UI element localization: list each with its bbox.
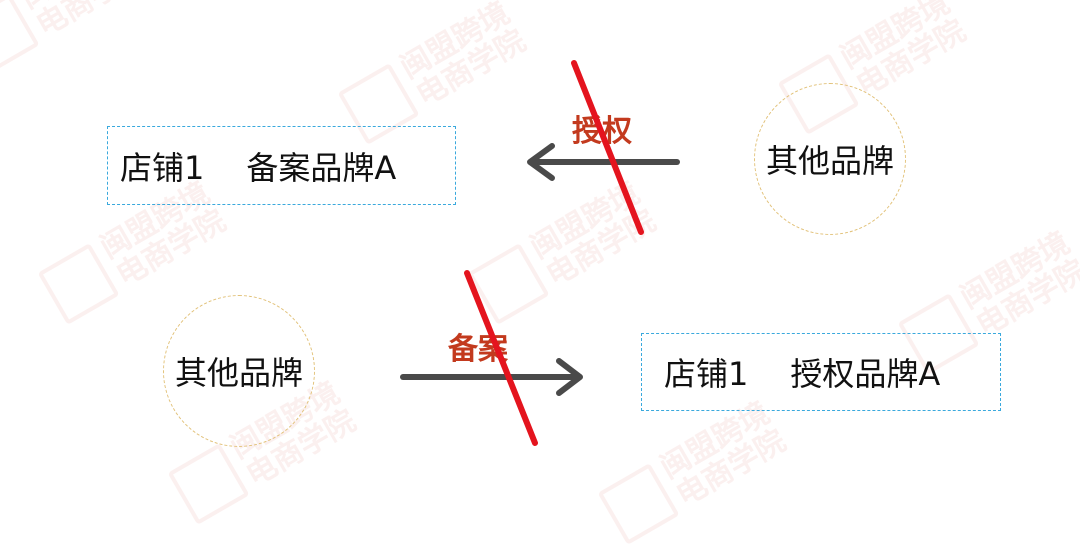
top-store-brand-box: 店铺1 备案品牌A	[107, 126, 456, 205]
bottom-brand-label: 授权品牌A	[790, 355, 941, 393]
top-other-brand-label: 其他品牌	[765, 142, 894, 180]
bottom-store-brand-box: 店铺1 授权品牌A	[641, 333, 1001, 411]
top-other-brand-circle: 其他品牌	[754, 83, 906, 235]
bottom-arrow	[400, 358, 583, 396]
bottom-strike-line	[464, 270, 538, 446]
top-brand-label: 备案品牌A	[246, 148, 397, 187]
bottom-store-label: 店铺1	[664, 355, 749, 393]
bottom-other-brand-label: 其他品牌	[174, 354, 303, 392]
top-arrow	[527, 143, 680, 181]
top-strike-line	[571, 60, 644, 235]
top-store-label: 店铺1	[120, 148, 205, 187]
bottom-other-brand-circle: 其他品牌	[163, 295, 315, 447]
